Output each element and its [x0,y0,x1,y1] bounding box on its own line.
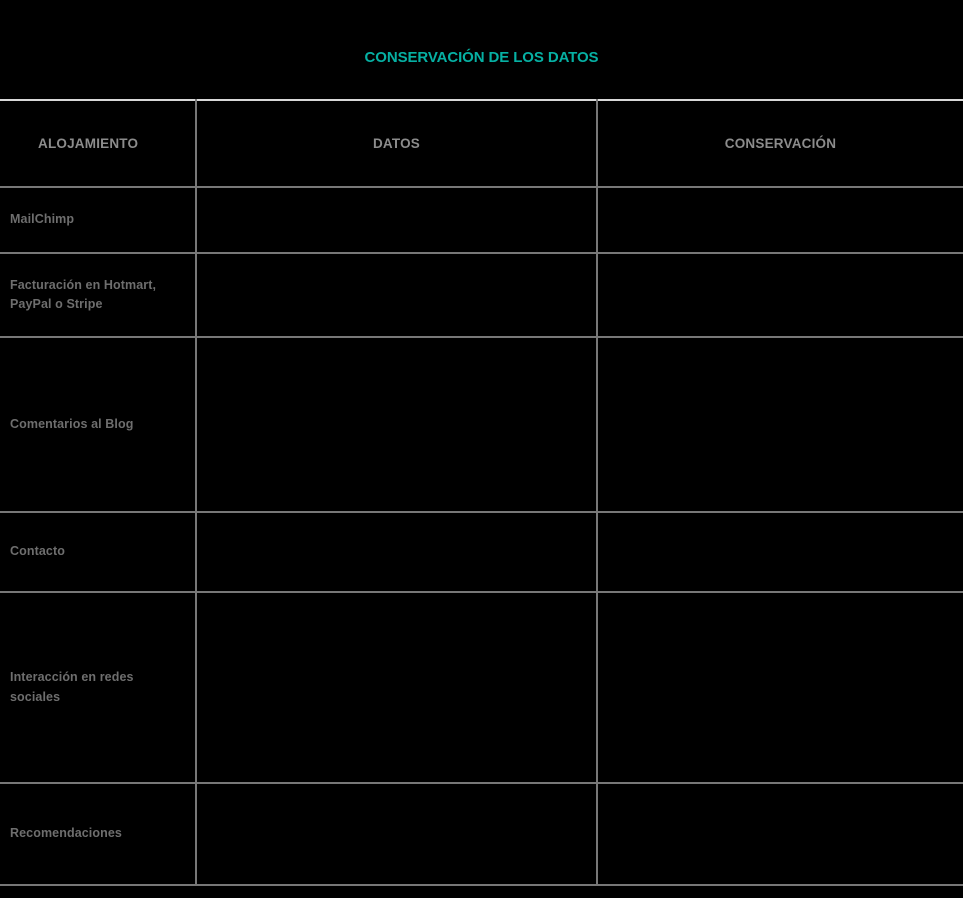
cell-conservacion [597,512,963,593]
cell-alojamiento: Comentarios al Blog [0,337,197,513]
row-label-interaccion-redes-sociales: Interacción en redes sociales [10,670,134,704]
table-header-row: ALOJAMIENTO DATOS CONSERVACIÓN [0,99,963,188]
row-label-mailchimp: MailChimp [10,212,75,227]
cell-conservacion [597,337,963,513]
cell-alojamiento: MailChimp [0,187,197,254]
cell-datos [196,592,598,784]
cell-conservacion [597,783,963,886]
cell-alojamiento: Recomendaciones [0,783,197,886]
table-row: Interacción en redes sociales [0,592,963,784]
table-row: Contacto [0,512,963,593]
title-bar: CONSERVACIÓN DE LOS DATOS [0,0,963,99]
table-row: Comentarios al Blog [0,337,963,513]
row-label-contacto: Contacto [10,544,65,559]
row-label-recomendaciones: Recomendaciones [10,826,122,841]
table-body: MailChimp Facturación en Hotmart, PayPal… [0,187,963,886]
table-header: ALOJAMIENTO DATOS CONSERVACIÓN [0,99,963,188]
table-row: MailChimp [0,187,963,254]
row-label-facturacion: Facturación en Hotmart, PayPal o Stripe [10,277,157,311]
cell-datos [196,512,598,593]
cell-conservacion [597,592,963,784]
cell-datos [196,337,598,513]
cell-datos [196,783,598,886]
table-row: Recomendaciones [0,783,963,886]
row-label-comentarios-blog: Comentarios al Blog [10,416,134,431]
cell-alojamiento: Facturación en Hotmart, PayPal o Stripe [0,253,197,338]
cell-conservacion [597,187,963,254]
cell-datos [196,253,598,338]
data-retention-table: ALOJAMIENTO DATOS CONSERVACIÓN MailChimp… [0,99,963,886]
column-header-alojamiento: ALOJAMIENTO [0,99,197,188]
cell-alojamiento: Contacto [0,512,197,593]
column-header-conservacion: CONSERVACIÓN [597,99,963,188]
table-row: Facturación en Hotmart, PayPal o Stripe [0,253,963,338]
page-title: CONSERVACIÓN DE LOS DATOS [364,49,599,66]
cell-alojamiento: Interacción en redes sociales [0,592,197,784]
column-header-datos: DATOS [196,99,598,188]
cell-conservacion [597,253,963,338]
cell-datos [196,187,598,254]
